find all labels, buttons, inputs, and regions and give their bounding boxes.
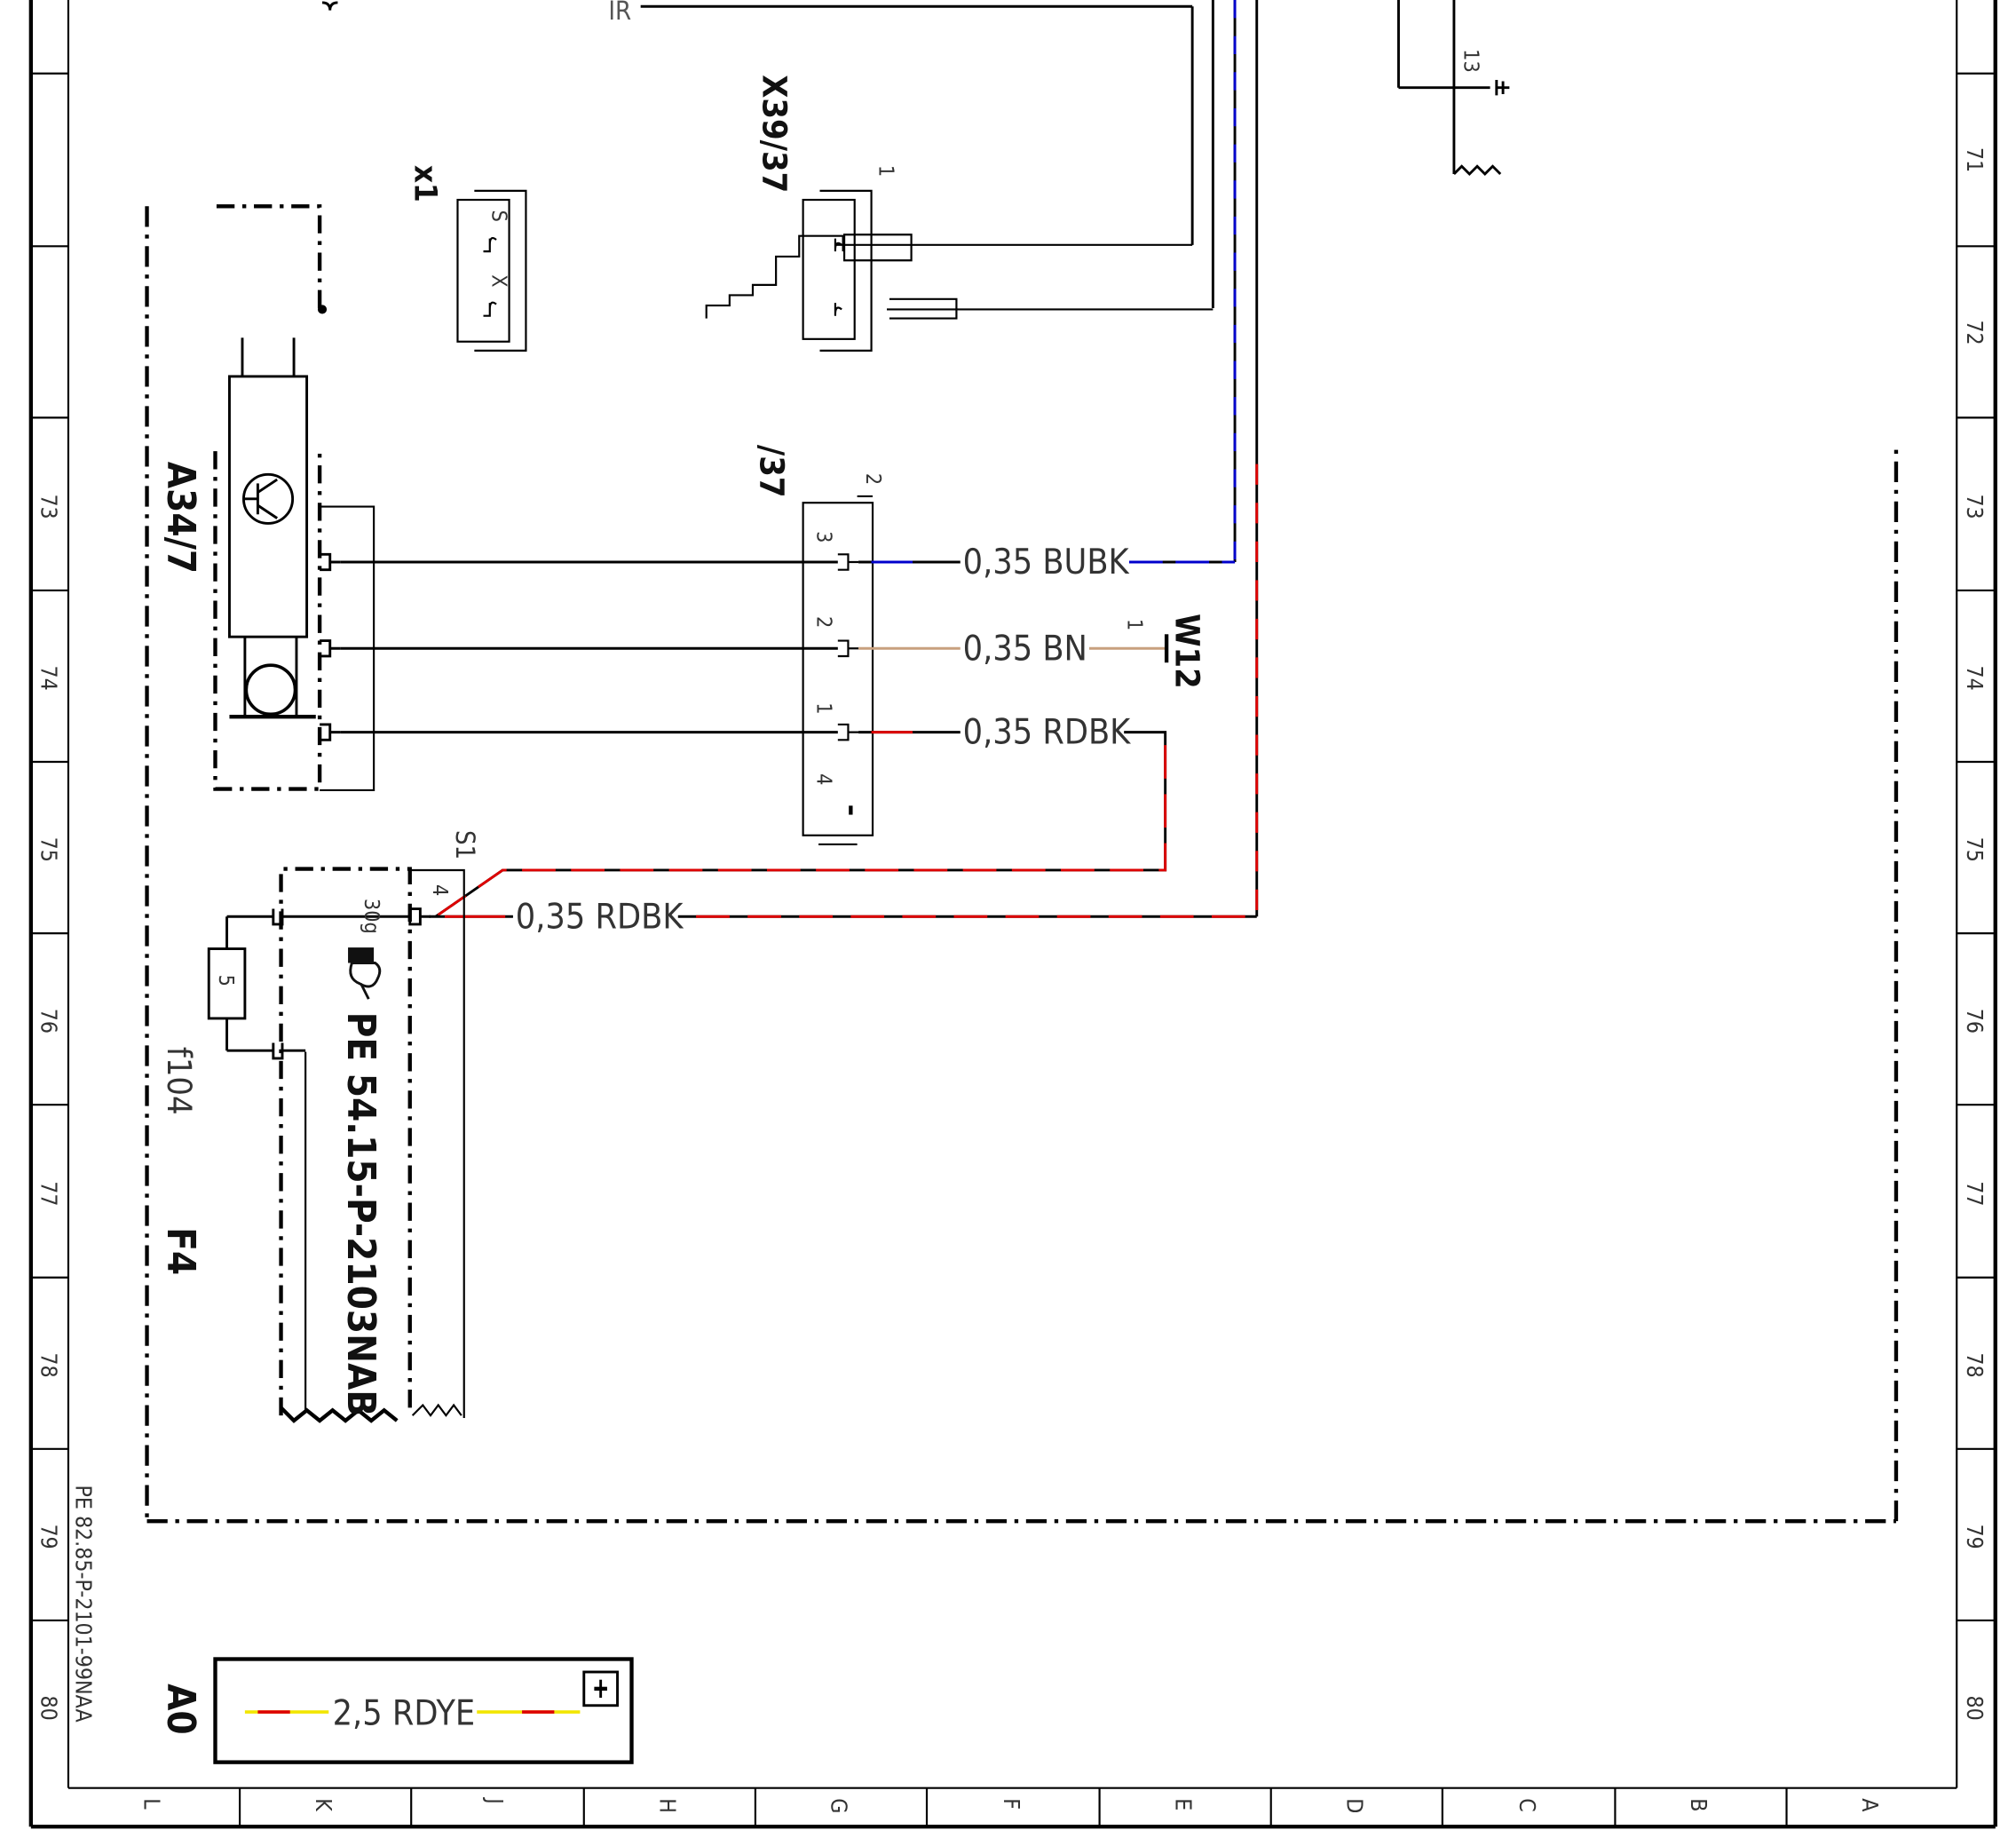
column-letter: J [482, 1796, 508, 1804]
x39-37-label: X39/37 [755, 75, 795, 193]
right-row-numbers: 71 72 73 74 75 76 77 78 79 80 [1962, 147, 1988, 1721]
row-number: 75 [1962, 837, 1988, 862]
ground-icon [244, 663, 297, 717]
module-a34-7 [213, 204, 376, 792]
top-fragments [321, 0, 1510, 308]
column-letter: A [1857, 1798, 1883, 1812]
row-number: 73 [36, 494, 61, 519]
connector-x1 [456, 189, 527, 352]
s1-label: S1 [450, 830, 480, 860]
conn-37-top-pin: 2 [861, 473, 885, 485]
row-number: 76 [36, 1009, 61, 1034]
wire-label-rdbk-lower: 0,35 RDBK [516, 897, 684, 937]
row-number: 79 [1962, 1524, 1988, 1549]
row-number: 73 [1962, 494, 1988, 519]
x39-37-pin1: 1 [874, 165, 897, 177]
a34-7-label: A34/7 [158, 462, 202, 574]
pin-13-label: 13 [1459, 49, 1483, 73]
wire-label-bn: 0,35 BN [963, 629, 1087, 669]
conn-37-label: /37 [753, 445, 792, 498]
info-icon [582, 1670, 619, 1707]
s1-pin: 4 [428, 884, 452, 896]
f4-label: F4 [158, 1227, 202, 1275]
w12-label: W12 [1167, 614, 1206, 689]
column-letter: B [1686, 1798, 1712, 1811]
conn-37-pin: 1 [812, 702, 836, 714]
conn-37-pin: 3 [812, 531, 836, 543]
column-letter: D [1341, 1798, 1367, 1813]
wire-bn [858, 634, 1169, 663]
terminal-30g: 30g [360, 899, 383, 934]
x1-label: x1 [407, 165, 443, 202]
connector-37 [802, 495, 874, 846]
pe-reference: PE 54.15-P-2103NAB [338, 1012, 383, 1416]
ir-label: IR [608, 0, 631, 26]
wire-rdbk-upper [434, 731, 1167, 918]
row-number: 80 [1962, 1696, 1988, 1721]
row-number: 77 [1962, 1181, 1988, 1206]
row-number: 72 [1962, 320, 1988, 345]
wire-label-rdbk: 0,35 RDBK [963, 713, 1132, 753]
transistor-icon [241, 472, 295, 525]
legend-label: 2,5 RDYE [333, 1694, 476, 1734]
row-number: 79 [36, 1524, 61, 1549]
row-number: 74 [1962, 666, 1988, 691]
fuse-f104 [207, 907, 431, 1060]
column-letter: L [139, 1798, 165, 1810]
f104-label: f104 [160, 1047, 199, 1115]
w12-pin: 1 [1123, 619, 1147, 630]
internal-wires [340, 560, 838, 734]
column-letter: H [654, 1798, 680, 1813]
wire-label-bubk: 0,35 BUBK [963, 543, 1130, 582]
column-letter: C [1514, 1798, 1540, 1812]
connector-x39-37 [705, 189, 1214, 352]
column-letter: G [826, 1798, 852, 1813]
a0-label: A0 [158, 1684, 202, 1735]
column-letters: L K J H G F E D C B A [139, 1796, 1884, 1813]
left-row-numbers: 73 74 75 76 77 78 79 80 [36, 494, 61, 1720]
fuse-value: 5 [214, 975, 238, 986]
module-pins [320, 552, 341, 741]
column-letter: K [311, 1798, 336, 1812]
document-reference: PE 82.85-P-2101-99NAA [71, 1485, 97, 1723]
row-number: 71 [1962, 147, 1988, 172]
conn-37-pin: 4 [812, 773, 836, 785]
row-number: 78 [36, 1352, 61, 1377]
trunk-wires [1233, 0, 1259, 917]
legend-box [213, 1657, 634, 1764]
row-number: 76 [1962, 1009, 1988, 1034]
x1-pin-s: S [487, 210, 511, 222]
pointing-hand-icon [348, 947, 382, 1000]
conn-37-pin: 2 [812, 616, 836, 628]
row-number: 74 [36, 666, 61, 691]
row-number: 80 [36, 1696, 61, 1721]
module-boundary [145, 206, 1899, 1524]
fuse-box-f4 [279, 867, 465, 1423]
column-letter: E [1170, 1798, 1196, 1810]
x1-pin-x: X [487, 274, 511, 287]
row-number: 75 [36, 837, 61, 862]
row-number: 77 [36, 1181, 61, 1206]
column-letter: F [999, 1798, 1024, 1810]
drawing-frame [28, 0, 1997, 1829]
row-number: 78 [1962, 1352, 1988, 1377]
